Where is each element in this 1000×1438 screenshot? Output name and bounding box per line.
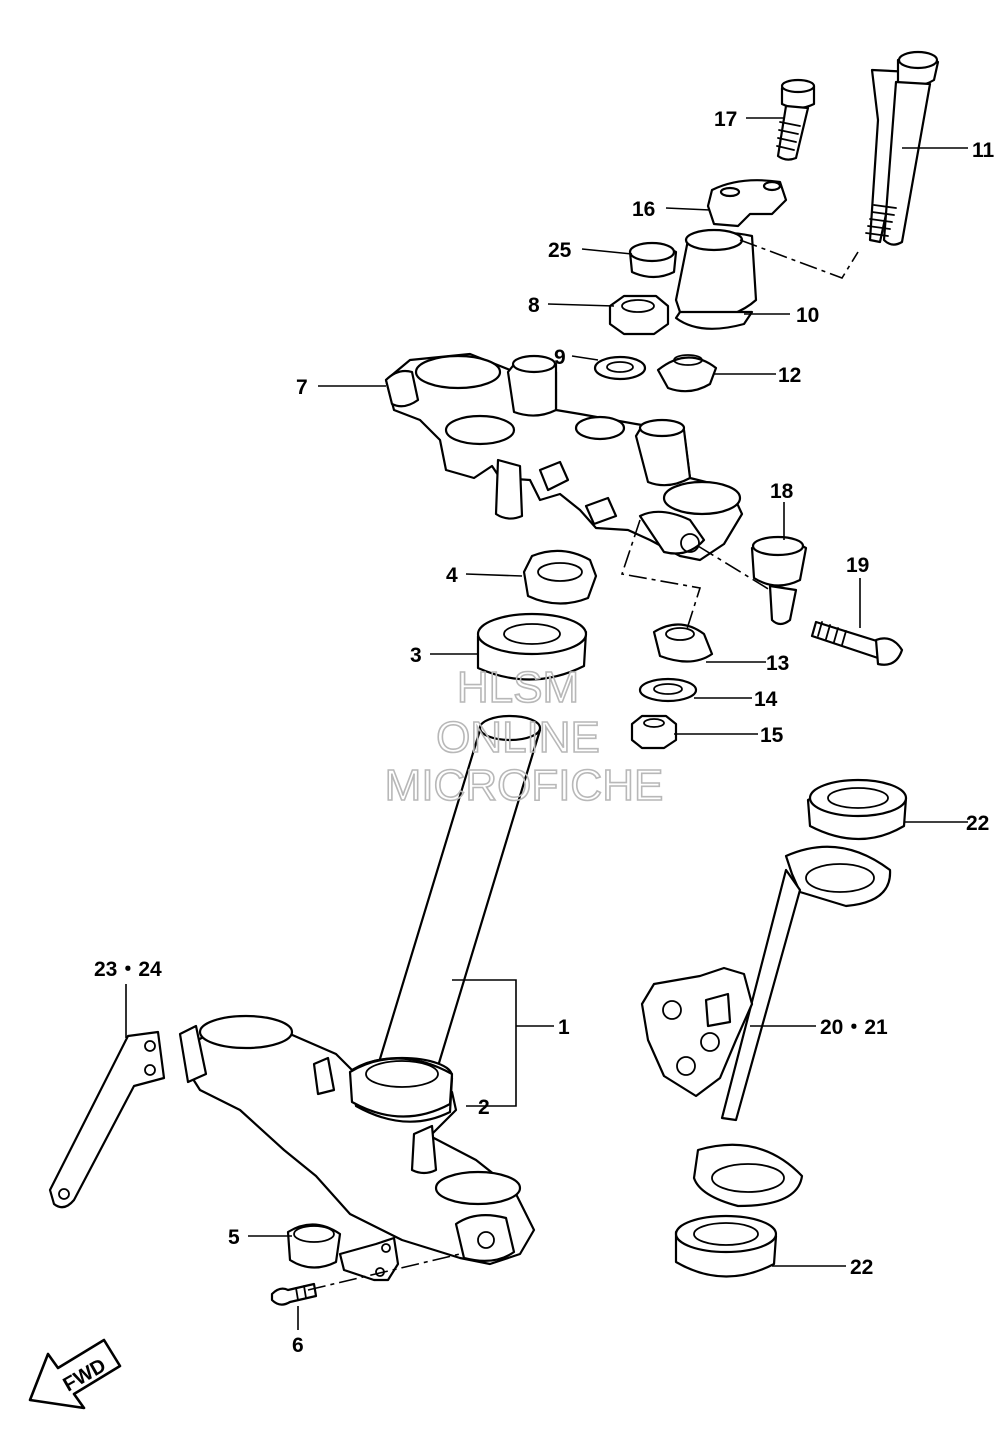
watermark-line-2: ONLINE [436,713,600,762]
part-20-21-bracket [640,845,892,1208]
callout-18: 18 [770,480,794,503]
callout-3: 3 [410,644,422,667]
part-9-washer [593,355,647,381]
part-16-bracket-cap [706,179,788,228]
part-22-top-bearing [806,778,908,840]
callout-9: 9 [554,346,566,369]
callout-10: 10 [796,304,819,327]
callout-5: 5 [228,1226,240,1249]
callout-1: 1 [558,1016,570,1039]
watermark-line-1: HLSM [457,663,579,712]
alignment-line-10-11 [739,239,859,279]
alignment-line-18 [697,545,771,591]
callout-17: 17 [714,108,737,131]
part-6-screw [270,1282,318,1306]
part-19-bolt [810,620,904,666]
watermark: HLSM ONLINE MICROFICHE [384,662,664,811]
callout-20-21: 20・21 [820,1016,888,1039]
callout-11: 11 [972,139,995,162]
alignment-line-13 [620,519,702,633]
callout-15: 15 [760,724,784,747]
alignment-line-5-6 [307,1253,461,1291]
part-10-holder [674,228,758,330]
leader-lines [125,117,968,1330]
part-3-bearing [476,612,588,681]
callout-12: 12 [778,364,801,387]
callout-6: 6 [292,1334,304,1357]
fwd-arrow-icon: FWD [28,1338,122,1410]
callout-22-top: 22 [966,812,989,835]
part-23-24-stay [48,1030,166,1209]
callout-22-bottom: 22 [850,1256,873,1279]
part-5-clamp [286,1223,400,1282]
part-17-bolt [776,78,816,161]
part-7-upper-bracket [384,352,744,562]
callout-23-24: 23・24 [94,958,162,981]
part-22-bottom-bearing [674,1214,778,1278]
part-18-clip [750,535,808,626]
part-1-steering-stem [178,714,542,1266]
callout-2: 2 [478,1096,490,1119]
part-4-lock-nut [522,549,598,605]
callout-13: 13 [766,652,789,675]
callout-14: 14 [754,688,778,711]
part-8-nut [608,294,670,336]
part-13-spacer [652,623,714,663]
part-11-long-bolt [865,50,940,246]
callout-25: 25 [548,239,572,262]
callout-8: 8 [528,294,540,317]
part-12-grommet [656,354,718,393]
callout-19: 19 [846,554,869,577]
callout-7: 7 [296,376,308,399]
part-25-cap [628,241,678,279]
watermark-line-3: MICROFICHE [385,761,664,810]
part-15-nut [630,714,678,750]
part-14-washer [638,677,698,703]
callout-4: 4 [446,564,458,587]
part-2-bearing [348,1057,454,1118]
callout-16: 16 [632,198,655,221]
